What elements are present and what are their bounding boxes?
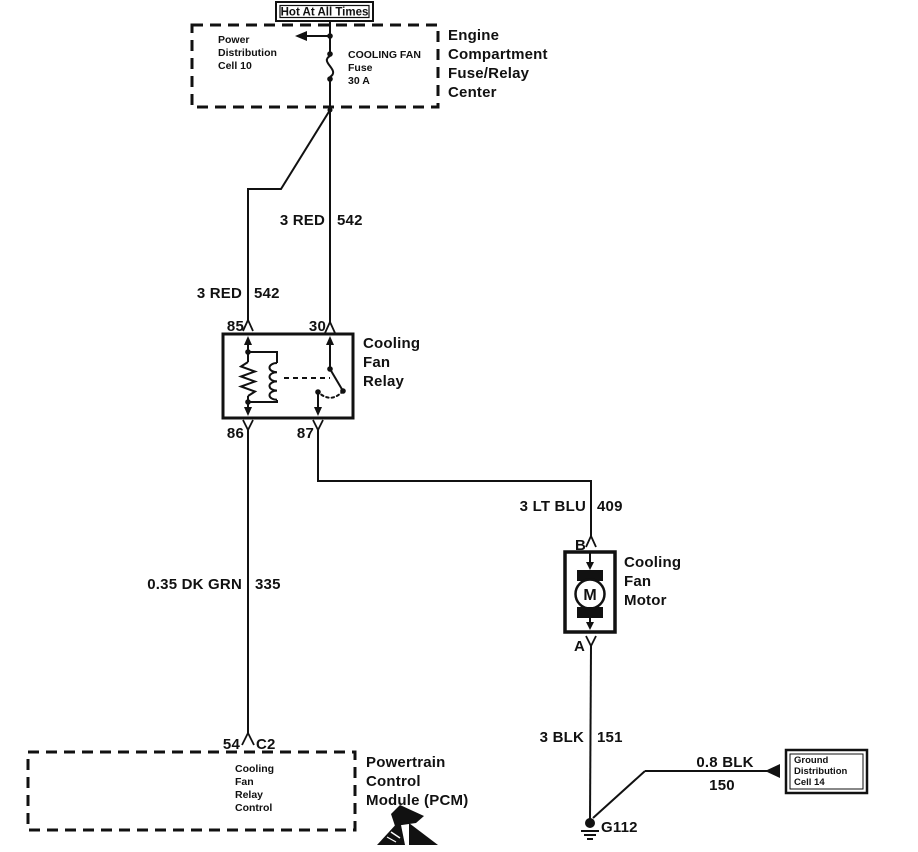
svg-text:3 LT BLU: 3 LT BLU bbox=[520, 498, 586, 515]
svg-text:151: 151 bbox=[597, 729, 623, 746]
ground-distribution-box: Ground Distribution Cell 14 bbox=[784, 748, 869, 795]
motor-symbol: M bbox=[574, 552, 606, 630]
ground-id-label: G112 bbox=[601, 819, 638, 836]
cooling-fan-relay-name: Cooling Fan Relay bbox=[363, 335, 420, 390]
power-distribution-arrow bbox=[295, 31, 333, 41]
svg-text:3 RED: 3 RED bbox=[197, 285, 242, 302]
svg-text:542: 542 bbox=[254, 285, 280, 302]
svg-text:Fuse/Relay: Fuse/Relay bbox=[448, 65, 530, 82]
power-distribution-label-line: Power bbox=[218, 34, 250, 46]
fuse-relay-center-name: Engine Compartment Fuse/Relay Center bbox=[448, 27, 548, 101]
fuse-relay-center-box: Power Distribution Cell 10 COOLING FAN F… bbox=[190, 23, 440, 109]
pcm-signal-line: Control bbox=[235, 802, 272, 814]
cooling-fan-relay-box bbox=[221, 332, 355, 420]
cooling-fan-fuse-label-line: Fuse bbox=[348, 62, 373, 74]
offpage-arrow-icon bbox=[765, 764, 780, 778]
svg-text:A: A bbox=[574, 638, 585, 655]
wire-lt-blu-409-label: 3 LT BLU 409 bbox=[520, 498, 623, 515]
cooling-fan-fuse-label-line: COOLING FAN bbox=[348, 49, 421, 61]
power-distribution-label-line: Distribution bbox=[218, 47, 277, 59]
wire-blk-150 bbox=[592, 764, 780, 819]
svg-text:B: B bbox=[575, 537, 586, 554]
svg-text:C2: C2 bbox=[256, 736, 276, 753]
svg-text:Cooling: Cooling bbox=[363, 335, 420, 352]
svg-text:Fan: Fan bbox=[624, 573, 651, 590]
svg-text:Ground: Ground bbox=[794, 755, 828, 766]
svg-text:0.8 BLK: 0.8 BLK bbox=[696, 754, 753, 771]
svg-text:542: 542 bbox=[337, 212, 363, 229]
relay-switch-symbol bbox=[314, 336, 346, 416]
svg-text:Motor: Motor bbox=[624, 592, 667, 609]
svg-text:Control: Control bbox=[366, 773, 421, 790]
motor-letter: M bbox=[583, 587, 596, 604]
svg-text:409: 409 bbox=[597, 498, 623, 515]
banner-label: Hot At All Times bbox=[281, 7, 369, 19]
svg-text:Fan: Fan bbox=[363, 354, 390, 371]
svg-text:87: 87 bbox=[297, 425, 314, 442]
svg-text:Distribution: Distribution bbox=[794, 766, 847, 777]
svg-text:150: 150 bbox=[709, 777, 735, 794]
pcm-signal-line: Cooling bbox=[235, 763, 274, 775]
wire-lt-blu-409 bbox=[317, 430, 592, 536]
cooling-fan-motor-box: M bbox=[563, 550, 617, 634]
pcm-signal-line: Fan bbox=[235, 776, 254, 788]
wire-blk-151 bbox=[589, 645, 592, 821]
svg-text:3 BLK: 3 BLK bbox=[540, 729, 584, 746]
wire-blk-151-label: 3 BLK 151 bbox=[540, 729, 623, 746]
wire-red-542-main bbox=[247, 107, 333, 320]
ground-symbol: G112 bbox=[581, 818, 638, 840]
svg-text:Relay: Relay bbox=[363, 373, 404, 390]
pcm-name: Powertrain Control Module (PCM) bbox=[366, 754, 468, 809]
relay-pin-85: 85 bbox=[227, 318, 254, 335]
svg-text:Engine: Engine bbox=[448, 27, 499, 44]
svg-text:3 RED: 3 RED bbox=[280, 212, 325, 229]
svg-text:Cell 14: Cell 14 bbox=[794, 777, 825, 788]
wire-dk-grn-335-label: 0.35 DK GRN 335 bbox=[147, 576, 280, 593]
wire-red-542-main-label: 3 RED 542 bbox=[280, 212, 363, 229]
svg-text:0.35 DK GRN: 0.35 DK GRN bbox=[147, 576, 242, 593]
power-distribution-label-line: Cell 10 bbox=[218, 60, 252, 72]
cooling-fan-fuse-symbol bbox=[325, 21, 335, 322]
svg-text:Compartment: Compartment bbox=[448, 46, 548, 63]
relay-pin-86: 86 bbox=[227, 419, 254, 442]
wire-red-542-branch-label: 3 RED 542 bbox=[197, 285, 280, 302]
relay-pin-30: 30 bbox=[309, 318, 336, 335]
relay-pin-87: 87 bbox=[297, 419, 324, 442]
cooling-fan-fuse-label-line: 30 A bbox=[348, 75, 370, 87]
svg-text:86: 86 bbox=[227, 425, 244, 442]
relay-coil-symbol bbox=[238, 336, 330, 416]
svg-text:Cooling: Cooling bbox=[624, 554, 681, 571]
svg-text:54: 54 bbox=[223, 736, 241, 753]
svg-text:Module (PCM): Module (PCM) bbox=[366, 792, 468, 809]
cooling-fan-motor-name: Cooling Fan Motor bbox=[624, 554, 681, 609]
pcm-signal-line: Relay bbox=[235, 789, 263, 801]
svg-text:Powertrain: Powertrain bbox=[366, 754, 446, 771]
pcm-pin-54-c2: 54 C2 bbox=[223, 732, 276, 753]
svg-text:Center: Center bbox=[448, 84, 497, 101]
motor-pin-b: B bbox=[575, 535, 597, 554]
wire-blk-150-label: 0.8 BLK 150 bbox=[696, 754, 753, 794]
motor-pin-a: A bbox=[574, 635, 597, 655]
svg-text:85: 85 bbox=[227, 318, 244, 335]
pcm-box: Cooling Fan Relay Control bbox=[26, 750, 357, 832]
hot-at-all-times-banner: Hot At All Times bbox=[275, 1, 374, 22]
svg-text:30: 30 bbox=[309, 318, 326, 335]
esd-sensitive-icon bbox=[377, 805, 438, 845]
svg-text:335: 335 bbox=[255, 576, 281, 593]
